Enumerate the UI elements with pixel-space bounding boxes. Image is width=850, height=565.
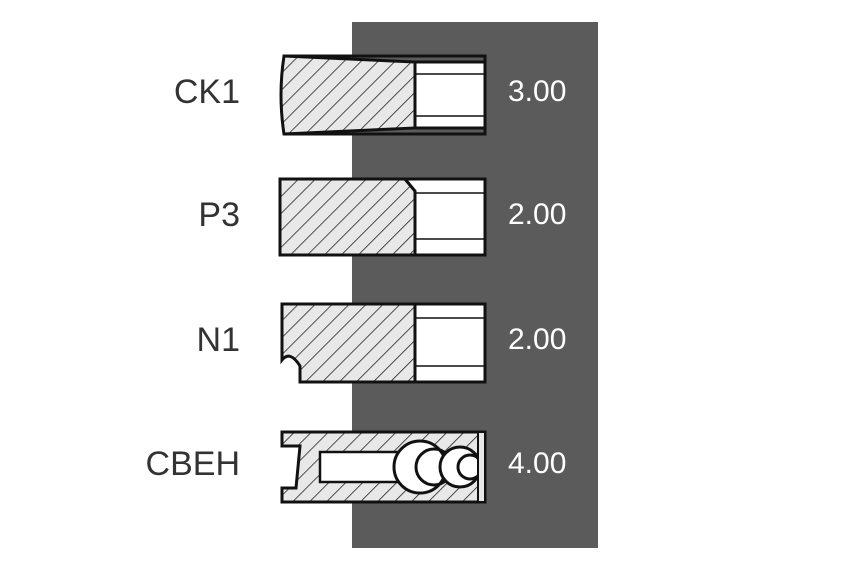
cbeh-ring-profile bbox=[280, 430, 487, 504]
ring-name-label: CBEH bbox=[145, 445, 240, 483]
ring-row-cbeh: CBEH 4.00 bbox=[0, 422, 850, 512]
p3-ring-profile bbox=[278, 177, 487, 257]
ring-name-label: N1 bbox=[196, 321, 240, 359]
ck1-ring-profile bbox=[279, 54, 487, 136]
ring-name-label: CK1 bbox=[173, 73, 240, 111]
ring-row-p3: P3 2.00 bbox=[0, 173, 850, 263]
ring-size-label: 2.00 bbox=[508, 323, 567, 356]
ring-name-label: P3 bbox=[198, 196, 240, 234]
ring-size-label: 2.00 bbox=[508, 198, 567, 231]
ring-row-ck1: CK1 3.00 bbox=[0, 50, 850, 140]
ring-size-label: 3.00 bbox=[508, 75, 567, 108]
ring-row-n1: N1 2.00 bbox=[0, 298, 850, 388]
n1-ring-profile bbox=[280, 302, 487, 384]
ring-size-label: 4.00 bbox=[508, 447, 567, 480]
